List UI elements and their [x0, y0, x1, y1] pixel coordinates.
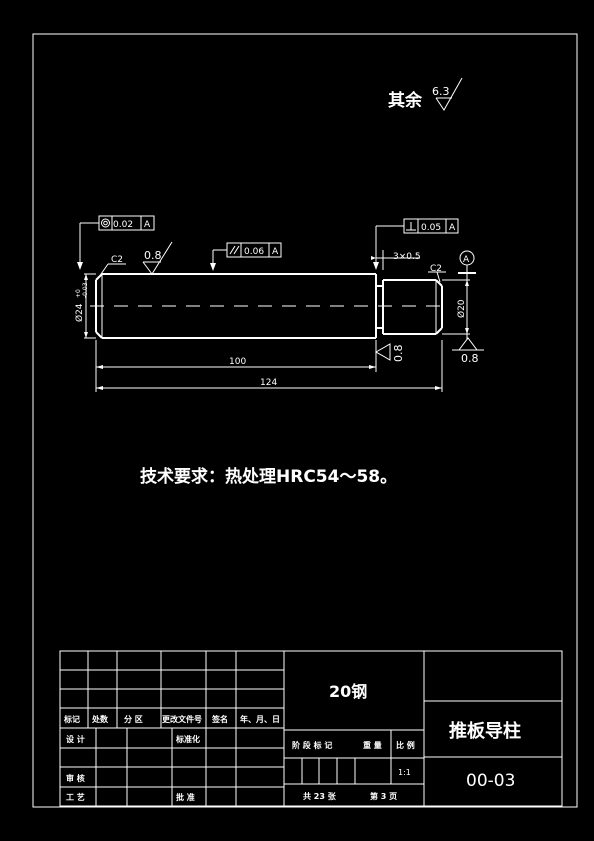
- roughness-note-value: 6.3: [432, 85, 450, 98]
- header-count: 处数: [91, 714, 109, 724]
- concentricity-datum: A: [144, 220, 151, 230]
- header-change-doc: 更改文件号: [162, 714, 202, 724]
- review-label: 审 核: [66, 773, 85, 783]
- parallelism-value: 0.06: [244, 247, 264, 257]
- roughness-note-label: 其余: [388, 90, 423, 111]
- header-date: 年、月、日: [240, 714, 280, 724]
- scale-header: 比 例: [396, 740, 415, 750]
- design-label: 设 计: [66, 734, 85, 744]
- len-100-dimension: [95, 340, 377, 392]
- chamfer-right-label: C2: [430, 264, 442, 274]
- roughness-bottom-value: 0.8: [461, 352, 479, 365]
- roughness-symbol-icon: [435, 77, 463, 111]
- perpendicularity-frame: [373, 218, 459, 270]
- header-zone: 分 区: [124, 714, 143, 724]
- roughness-right-value: 0.8: [392, 345, 405, 363]
- roughness-top-icon: [142, 241, 173, 275]
- roughness-top-value: 0.8: [144, 249, 162, 262]
- datum-a-symbol: [458, 250, 476, 274]
- groove-label: 3×0.5: [393, 252, 421, 262]
- len-100-label: 100: [229, 357, 246, 367]
- material-label: 20钢: [329, 682, 367, 701]
- part-number: 00-03: [466, 771, 515, 791]
- chamfer-left-leader: [98, 263, 126, 278]
- perpendicularity-datum: A: [449, 223, 456, 233]
- shaft-body: [95, 273, 443, 339]
- header-sign: 签名: [211, 714, 228, 724]
- stage-mark-header: 阶 段 标 记: [292, 740, 332, 750]
- parallelism-frame: [210, 242, 282, 271]
- title-block: [59, 650, 563, 807]
- len-124-label: 124: [260, 378, 277, 388]
- roughness-right-icon: [374, 343, 391, 361]
- part-name: 推板导柱: [449, 720, 521, 742]
- concentricity-icon: [101, 218, 110, 228]
- dia-right-dimension: [442, 274, 470, 340]
- scale-value: 1:1: [398, 768, 411, 777]
- outer-frame: [32, 33, 578, 808]
- weight-header: 重 量: [363, 740, 382, 750]
- standard-label: 标准化: [175, 734, 200, 744]
- chamfer-right-leader: [428, 271, 446, 283]
- datum-a-label: A: [463, 255, 470, 265]
- concentricity-frame: [77, 215, 155, 270]
- len-124-dimension: [96, 340, 443, 392]
- approve-label: 批 准: [176, 792, 195, 802]
- dia-left-dimension: [84, 273, 96, 339]
- parallelism-icon: [229, 245, 236, 255]
- sheet-number: 第 3 页: [370, 791, 397, 801]
- dia-right-label: Ø20: [456, 299, 467, 318]
- groove-dimension: [371, 250, 420, 270]
- concentricity-value: 0.02: [113, 220, 133, 230]
- sheet-total: 共 23 张: [303, 791, 337, 801]
- process-label: 工 艺: [66, 792, 85, 802]
- parallelism-datum: A: [272, 247, 279, 257]
- dia-left-tolerance: +0-0.03: [75, 282, 89, 298]
- dia-left-label: Ø24: [74, 303, 85, 322]
- header-mark: 标记: [63, 714, 80, 724]
- perpendicularity-value: 0.05: [421, 223, 441, 233]
- roughness-bottom-icon: [452, 337, 484, 351]
- chamfer-left-label: C2: [111, 255, 123, 265]
- technical-requirement: 技术要求：热处理HRC54～58。: [140, 466, 397, 487]
